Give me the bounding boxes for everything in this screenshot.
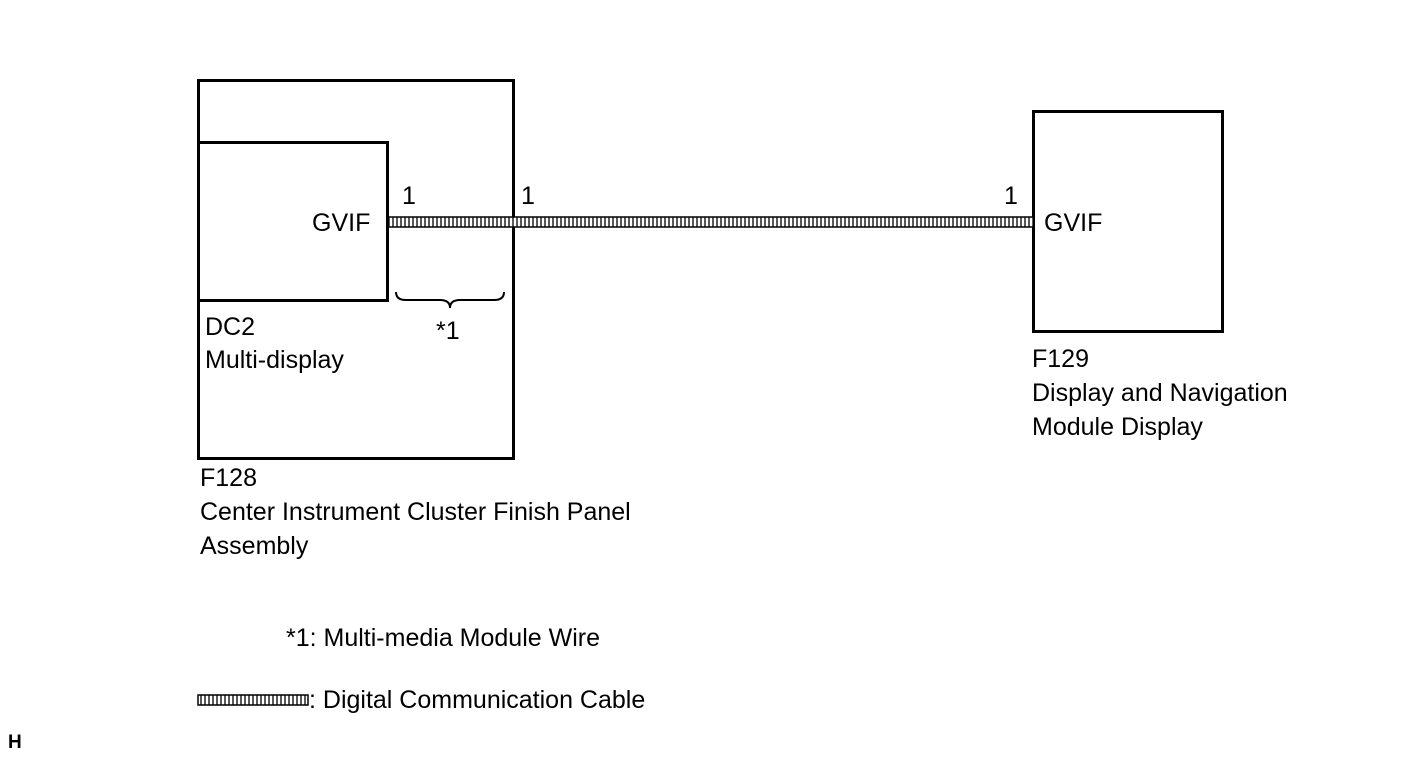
nav-display-terminal: GVIF [1044,209,1103,237]
multi-display-terminal: GVIF [312,209,371,237]
nav-display-connector: F129 [1032,345,1089,373]
brace-label: *1 [436,317,460,345]
multi-display-name: Multi-display [205,346,344,374]
nav-display-box [1032,110,1224,333]
multi-display-connector: DC2 [205,313,256,341]
legend-cable-icon [197,694,309,706]
legend-cable-label: : Digital Communication Cable [309,686,646,714]
panel-box [197,79,515,460]
panel-pin: 1 [521,182,535,210]
panel-name-line2: Assembly [200,532,309,560]
legend-note: *1: Multi-media Module Wire [286,624,600,652]
multi-display-pin: 1 [402,182,416,210]
brace-icon [395,291,505,309]
nav-display-name-line2: Module Display [1032,413,1203,441]
nav-display-name-line1: Display and Navigation [1032,379,1288,407]
corner-mark: H [8,732,22,753]
panel-connector: F128 [200,464,257,492]
nav-display-pin: 1 [1004,182,1018,210]
panel-name-line1: Center Instrument Cluster Finish Panel [200,498,631,526]
multi-display-box [197,141,389,302]
digital-cable [389,216,1033,228]
